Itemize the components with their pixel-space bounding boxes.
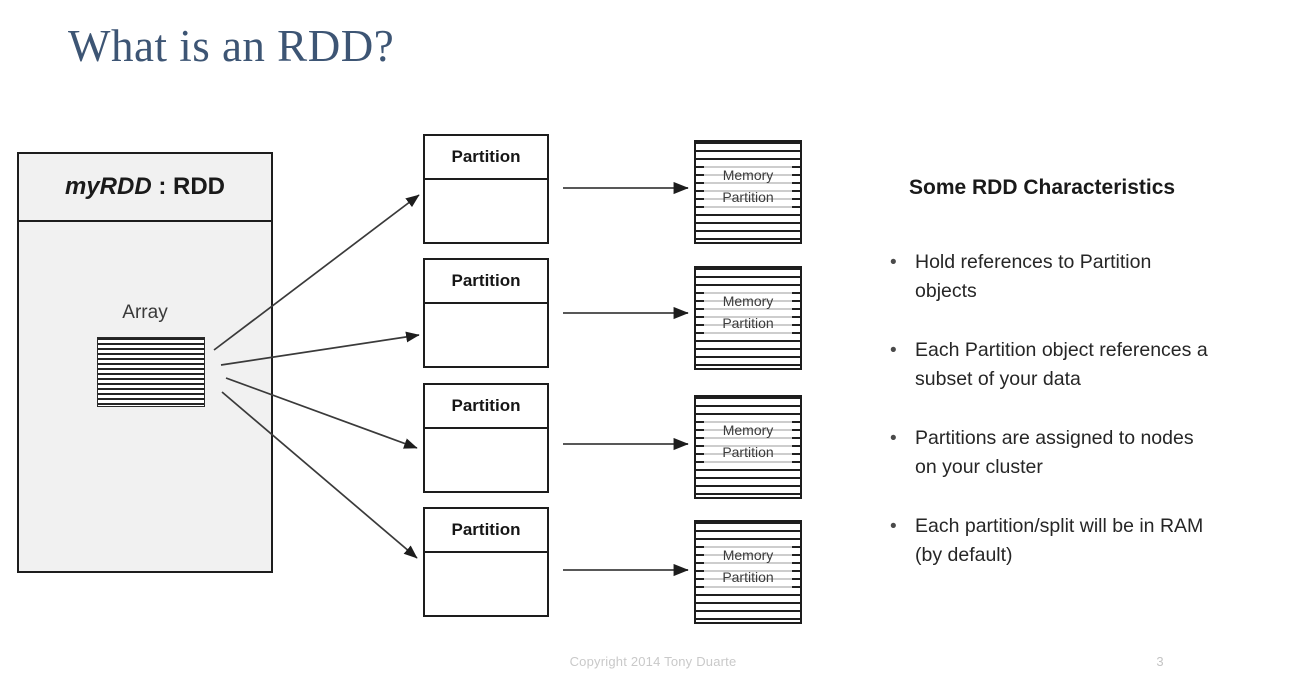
characteristics-item-3: • Partitions are assigned to nodes on yo… bbox=[886, 424, 1216, 482]
partition-header-2: Partition bbox=[425, 260, 547, 304]
rdd-object-header: myRDD : RDD bbox=[19, 154, 271, 222]
characteristics-heading: Some RDD Characteristics bbox=[909, 176, 1176, 199]
characteristics-item-1-text: Hold references to Partition objects bbox=[915, 251, 1152, 302]
partition-label-3: Partition bbox=[451, 396, 521, 415]
memory-partition-label-3-line2: Partition bbox=[722, 444, 774, 460]
bullet-icon-4: • bbox=[890, 516, 897, 537]
partition-header-1: Partition bbox=[425, 136, 547, 180]
memory-partition-label-4: Memory Partition bbox=[704, 542, 792, 590]
partition-box-3: Partition bbox=[423, 383, 549, 493]
page-title: What is an RDD? bbox=[68, 21, 395, 71]
memory-partition-block-1: Memory Partition bbox=[694, 140, 802, 244]
partition-box-1: Partition bbox=[423, 134, 549, 244]
memory-partition-label-4-line1: Memory bbox=[722, 547, 774, 563]
partition-label-4: Partition bbox=[451, 520, 521, 539]
footer-copyright: Copyright 2014 Tony Duarte bbox=[569, 654, 737, 669]
bullet-icon-2: • bbox=[890, 340, 897, 361]
characteristics-item-1: • Hold references to Partition objects bbox=[886, 248, 1216, 306]
memory-partition-block-2: Memory Partition bbox=[694, 266, 802, 370]
partition-header-4: Partition bbox=[425, 509, 547, 553]
characteristics-item-2-text: Each Partition object references a subse… bbox=[915, 339, 1208, 390]
memory-partition-label-2: Memory Partition bbox=[704, 288, 792, 336]
rdd-object-type: : RDD bbox=[151, 173, 225, 200]
memory-partition-label-4-line2: Partition bbox=[722, 569, 774, 585]
memory-partition-block-3: Memory Partition bbox=[694, 395, 802, 499]
array-field-label: Array bbox=[122, 302, 168, 323]
memory-partition-label-3-line1: Memory bbox=[722, 422, 774, 438]
rdd-object-title: myRDD : RDD bbox=[65, 173, 225, 201]
characteristics-item-3-text: Partitions are assigned to nodes on your… bbox=[915, 427, 1194, 478]
bullet-icon-1: • bbox=[890, 252, 897, 273]
partition-header-3: Partition bbox=[425, 385, 547, 429]
array-stripes-icon bbox=[97, 337, 205, 407]
memory-partition-label-1-line2: Partition bbox=[722, 189, 774, 205]
memory-partition-label-1: Memory Partition bbox=[704, 162, 792, 210]
partition-label-2: Partition bbox=[451, 271, 521, 290]
memory-partition-block-4: Memory Partition bbox=[694, 520, 802, 624]
memory-partition-label-2-line2: Partition bbox=[722, 315, 774, 331]
memory-partition-label-3: Memory Partition bbox=[704, 417, 792, 465]
rdd-object-box: myRDD : RDD Array bbox=[17, 152, 273, 573]
rdd-object-name: myRDD bbox=[64, 173, 152, 200]
characteristics-item-4-text: Each partition/split will be in RAM (by … bbox=[915, 515, 1204, 566]
partition-label-1: Partition bbox=[451, 147, 521, 166]
partition-box-2: Partition bbox=[423, 258, 549, 368]
characteristics-list: • Hold references to Partition objects •… bbox=[886, 248, 1216, 600]
bullet-icon-3: • bbox=[890, 428, 897, 449]
footer-page-number: 3 bbox=[1156, 654, 1164, 669]
partition-box-4: Partition bbox=[423, 507, 549, 617]
memory-partition-label-1-line1: Memory bbox=[722, 167, 774, 183]
characteristics-item-2: • Each Partition object references a sub… bbox=[886, 336, 1216, 394]
memory-partition-label-2-line1: Memory bbox=[722, 293, 774, 309]
characteristics-item-4: • Each partition/split will be in RAM (b… bbox=[886, 512, 1216, 570]
